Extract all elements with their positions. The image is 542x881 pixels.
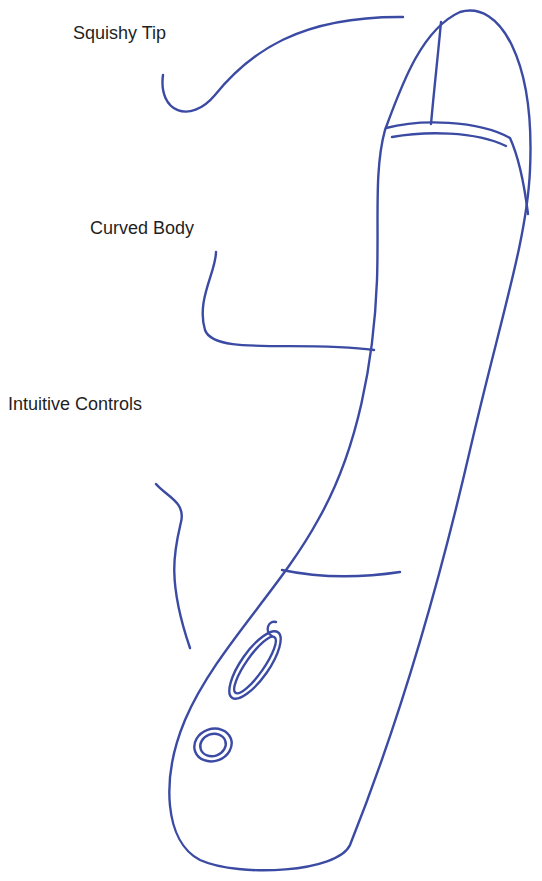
button-symbol bbox=[268, 622, 276, 636]
tip-groove bbox=[431, 22, 441, 124]
main-button-inner bbox=[228, 632, 282, 698]
leader-line bbox=[156, 484, 190, 648]
second-button bbox=[190, 723, 237, 766]
part-label: Curved Body bbox=[90, 217, 194, 239]
leader-line bbox=[162, 17, 403, 112]
main-button bbox=[221, 624, 290, 706]
part-label: Intuitive Controls bbox=[8, 393, 142, 415]
second-button-inner bbox=[197, 730, 229, 760]
part-label: Squishy Tip bbox=[73, 22, 166, 44]
body-outline bbox=[169, 10, 530, 870]
tip-seam bbox=[386, 122, 528, 214]
leader-line bbox=[203, 252, 374, 350]
tip-seam-inner bbox=[392, 133, 506, 146]
handle-seam bbox=[282, 570, 400, 576]
